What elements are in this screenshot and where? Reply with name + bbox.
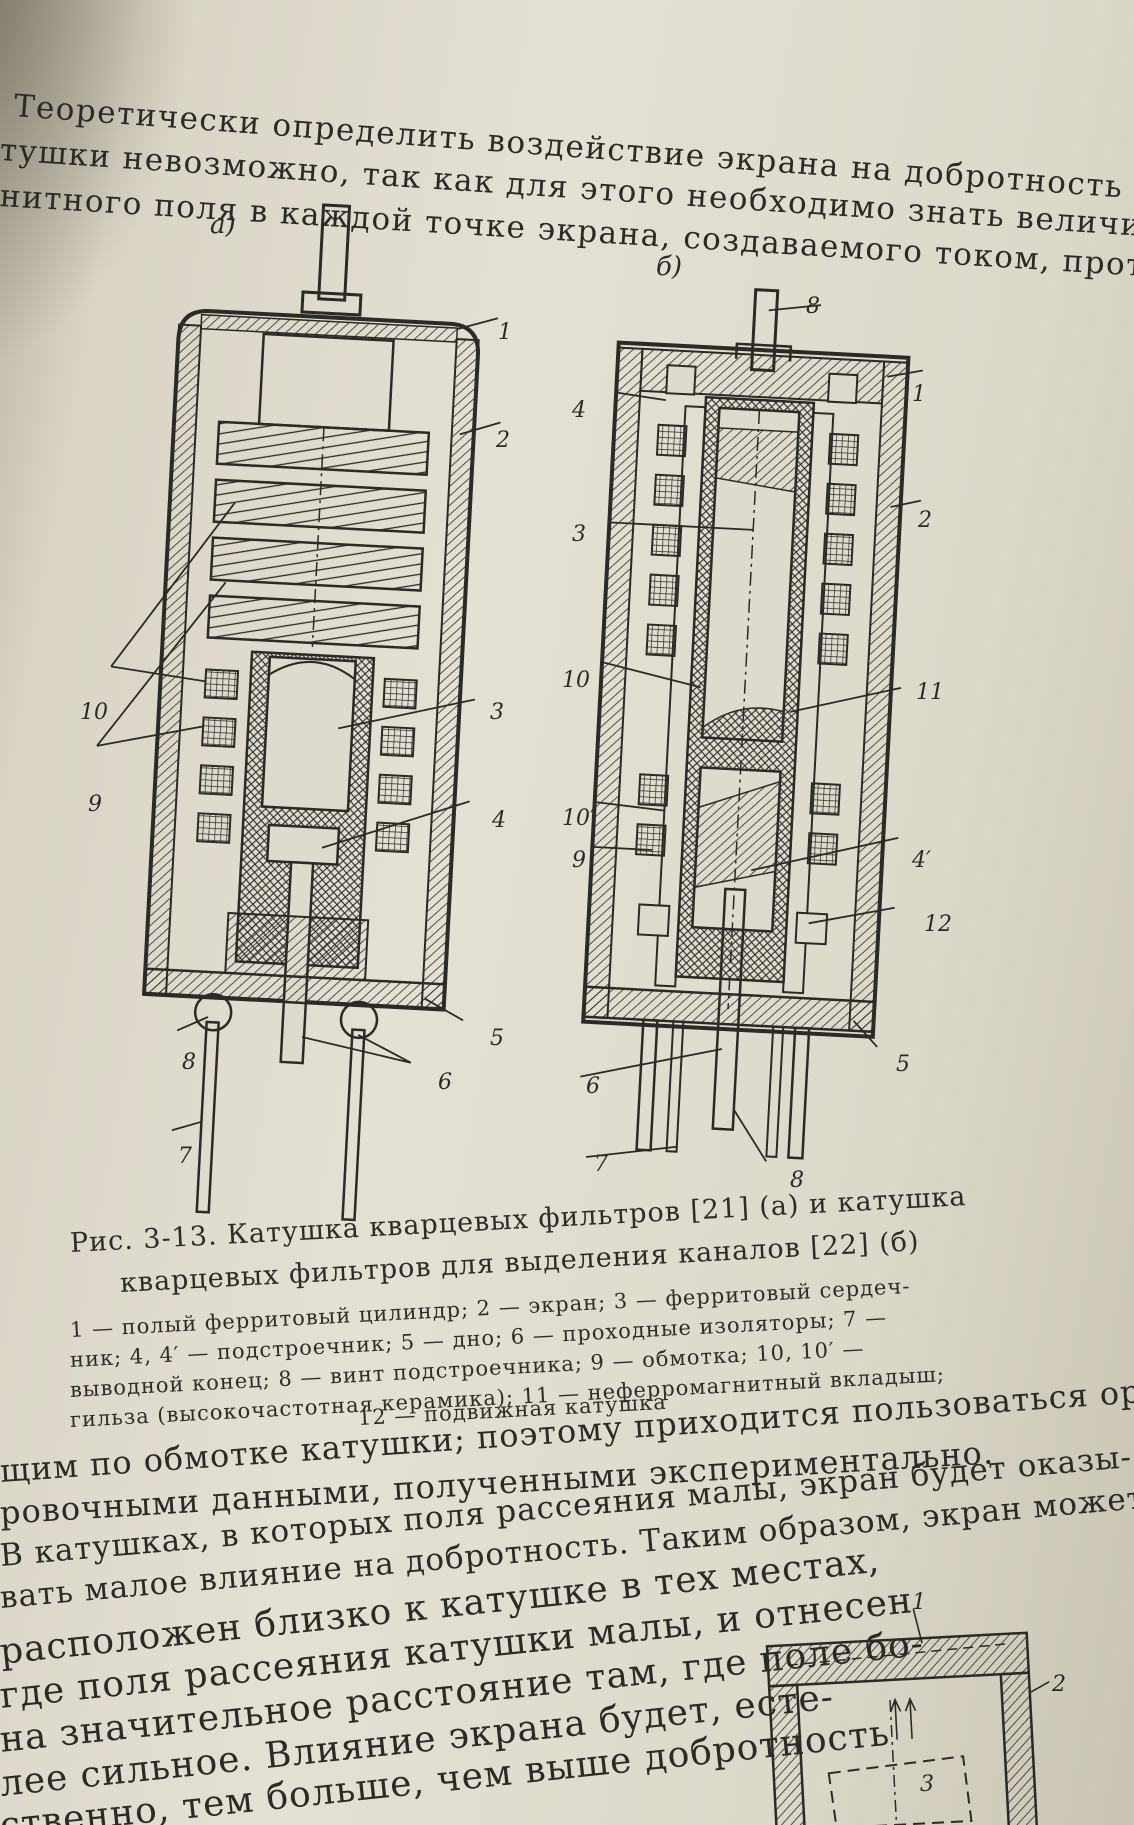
label-a-9: 9 — [88, 792, 102, 817]
label-a-3: 3 — [490, 700, 504, 725]
label-b-1: 1 — [912, 382, 926, 407]
page-shadow — [0, 0, 200, 380]
drawing-a — [96, 203, 501, 1222]
label-a-4: 4 — [492, 808, 506, 833]
label-b-4: 4 — [572, 398, 586, 423]
label-b-2: 2 — [918, 508, 932, 533]
label-a-5: 5 — [490, 1026, 504, 1051]
label-b-10-prime: 10′ — [562, 806, 595, 831]
label-b-4-prime: 4′ — [912, 848, 931, 873]
small-figure-label-1: 1 — [912, 1590, 926, 1615]
label-b-7: 7 — [594, 1152, 608, 1177]
figure-label-b: б) — [656, 252, 683, 282]
label-a-7: 7 — [178, 1144, 192, 1169]
label-a-2: 2 — [496, 428, 510, 453]
label-b-10: 10 — [562, 668, 590, 693]
figure-label-a: а) — [210, 210, 236, 240]
label-b-8-bottom: 8 — [790, 1168, 804, 1193]
small-figure-label-2: 2 — [1052, 1672, 1066, 1697]
small-figure-label-3: 3 — [920, 1772, 934, 1797]
label-b-6: 6 — [586, 1074, 600, 1099]
label-b-8-top: 8 — [806, 294, 820, 319]
label-b-9: 9 — [572, 848, 586, 873]
label-a-6: 6 — [438, 1070, 452, 1095]
small-shield-drawing — [765, 1608, 1050, 1825]
label-a-8: 8 — [182, 1050, 196, 1075]
label-a-1: 1 — [498, 320, 512, 345]
label-b-5: 5 — [896, 1052, 910, 1077]
label-b-12: 12 — [924, 912, 952, 937]
label-a-10: 10 — [80, 700, 108, 725]
label-b-11: 11 — [916, 680, 944, 705]
label-b-3: 3 — [572, 522, 586, 547]
drawing-b — [580, 288, 923, 1162]
